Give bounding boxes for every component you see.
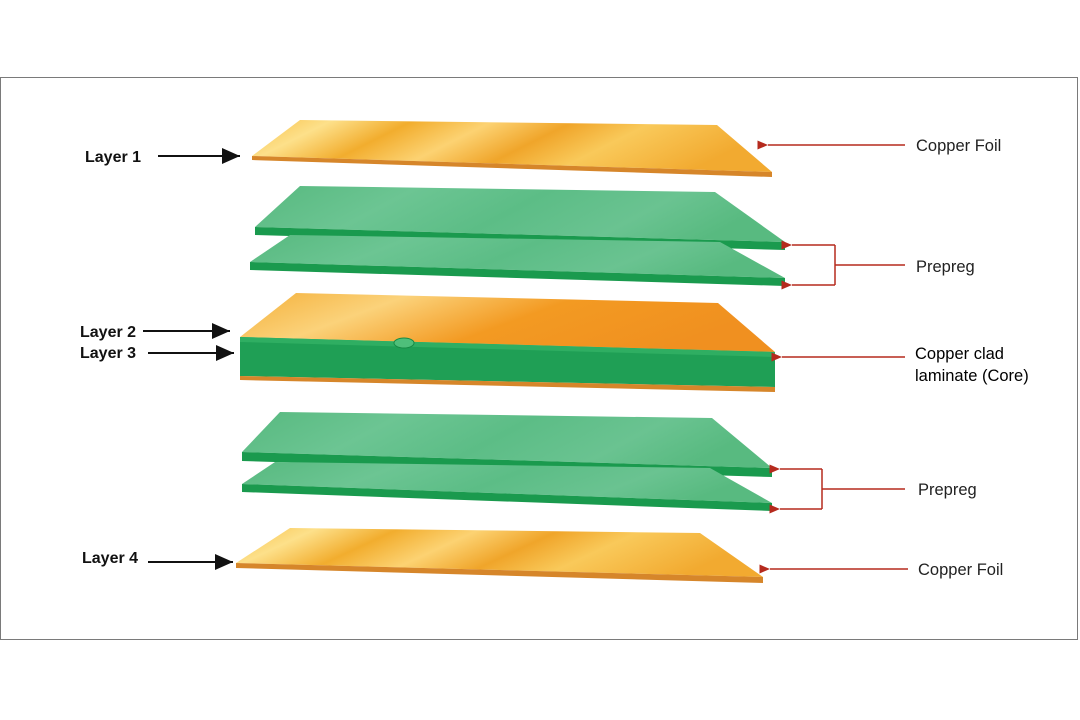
layer1-label: Layer 1 (85, 149, 141, 166)
core-label-line2: laminate (Core) (915, 367, 1029, 385)
prepreg-top-bracket (781, 240, 905, 290)
diagram-frame (0, 77, 1078, 640)
copper-foil-top-label: Copper Foil (916, 137, 1001, 155)
layer2-label: Layer 2 (80, 324, 136, 341)
copper-foil-bottom-label: Copper Foil (918, 561, 1003, 579)
core-label-line1: Copper clad (915, 345, 1004, 363)
prepreg-bottom-lower-sheet (242, 462, 772, 511)
layer4-label: Layer 4 (82, 550, 138, 567)
copper-foil-bottom-sheet (236, 528, 763, 583)
core-laminate (240, 293, 775, 392)
copper-foil-top-sheet (252, 120, 772, 177)
prepreg-bottom-bracket (769, 464, 905, 514)
prepreg-top-label: Prepreg (916, 258, 975, 276)
prepreg-bottom-label: Prepreg (918, 481, 977, 499)
prepreg-top-lower-sheet (250, 235, 785, 286)
layer3-label: Layer 3 (80, 345, 136, 362)
